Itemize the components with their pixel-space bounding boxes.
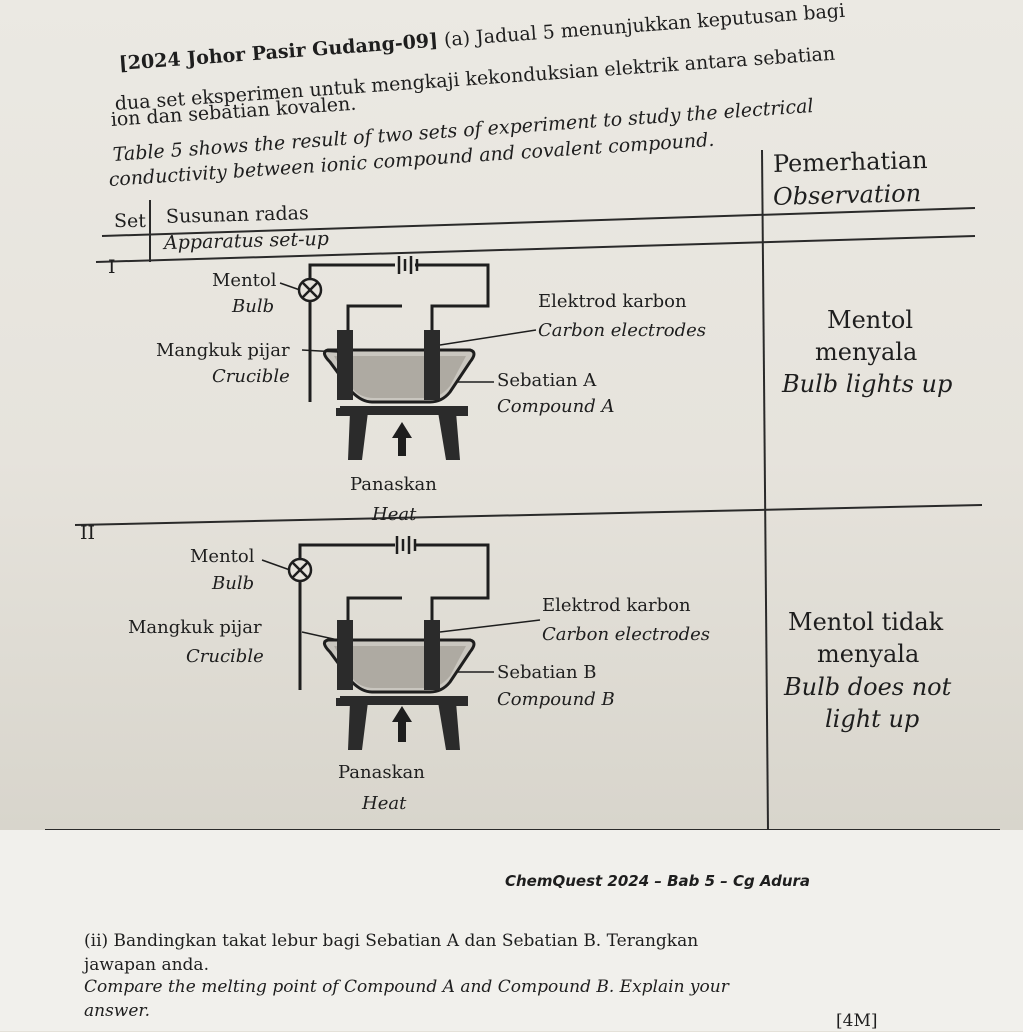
question-malay-2: jawapan anda.	[84, 955, 209, 975]
row-1-heat-english: Heat	[372, 504, 417, 525]
battery-icon-1	[397, 256, 419, 274]
row-1-compound-english: Compound A	[497, 396, 615, 417]
row-1-bulb-malay: Mentol	[212, 270, 277, 291]
row-1-bulb-english: Bulb	[232, 296, 275, 317]
row-2-bulb-malay: Mentol	[190, 546, 255, 567]
row-1-heat-malay: Panaskan	[350, 474, 437, 495]
row-1-obs-malay-2: menyala	[815, 338, 918, 366]
battery-icon-2	[395, 536, 417, 554]
row-2-obs-english-2: light up	[825, 705, 920, 733]
worksheet-sheet	[0, 0, 1023, 830]
row-1-compound-malay: Sebatian A	[497, 370, 597, 391]
carbon-electrode-1a	[337, 330, 353, 400]
question-malay-1: Bandingkan takat lebur bagi Sebatian A d…	[113, 931, 699, 951]
table-grid	[45, 149, 1000, 830]
row-2-obs-english-1: Bulb does not	[784, 673, 952, 701]
row-2-heat-malay: Panaskan	[338, 762, 425, 783]
question-english-2: answer.	[84, 1001, 151, 1021]
carbon-electrode-2a	[337, 620, 353, 690]
heat-arrow-icon-2	[392, 706, 412, 742]
row-2-obs-malay-1: Mentol tidak	[788, 608, 944, 636]
row-2-crucible-english: Crucible	[186, 646, 264, 667]
col-set-header: Set	[114, 210, 146, 232]
row-2-compound-malay: Sebatian B	[497, 662, 597, 683]
row-2-electrode-english: Carbon electrodes	[542, 624, 711, 645]
bulb-icon-2	[287, 557, 313, 583]
carbon-electrode-1b	[424, 330, 440, 400]
row-2-crucible-malay: Mangkuk pijar	[128, 617, 262, 638]
apparatus-diagram-1	[279, 256, 537, 460]
row-2-set: II	[80, 522, 96, 544]
row-1-obs-malay-1: Mentol	[827, 306, 914, 334]
question-line-1: (ii) Bandingkan takat lebur bagi Sebatia…	[84, 930, 698, 952]
row-1-crucible-english: Crucible	[212, 366, 290, 387]
tripod-icon-2	[336, 696, 468, 750]
row-1-crucible-malay: Mangkuk pijar	[156, 340, 290, 361]
row-2-bulb-english: Bulb	[212, 573, 255, 594]
row-2-compound-english: Compound B	[497, 689, 615, 710]
question-number: (ii)	[84, 931, 109, 951]
second-sheet	[0, 830, 1023, 1031]
question-marks: [4M]	[836, 1011, 878, 1031]
row-2-electrode-malay: Elektrod karbon	[542, 595, 691, 616]
page-footer: ChemQuest 2024 – Bab 5 – Cg Adura	[505, 872, 811, 890]
apparatus-diagram-2	[261, 536, 541, 750]
row-1-obs-english: Bulb lights up	[782, 370, 953, 398]
question-english-1: Compare the melting point of Compound A …	[84, 977, 729, 997]
row-1-electrode-malay: Elektrod karbon	[538, 291, 687, 312]
row-2-obs-malay-2: menyala	[817, 640, 920, 668]
tripod-icon-1	[336, 406, 468, 460]
row-2-heat-english: Heat	[362, 793, 407, 814]
row-1-electrode-english: Carbon electrodes	[538, 320, 707, 341]
row-1-set: I	[108, 256, 116, 278]
heat-arrow-icon-1	[392, 422, 412, 456]
carbon-electrode-2b	[424, 620, 440, 690]
